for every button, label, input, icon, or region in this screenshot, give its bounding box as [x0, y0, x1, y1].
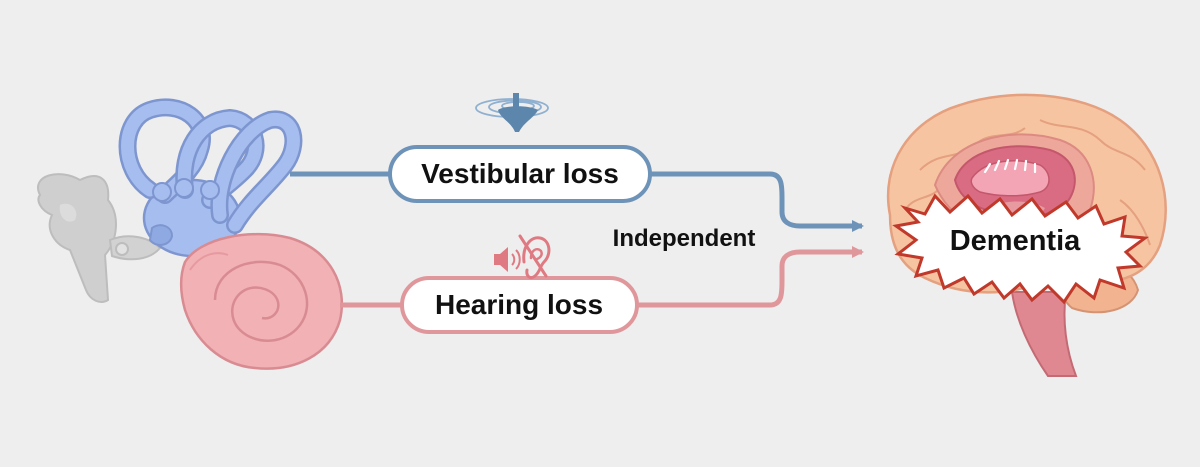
dementia-burst: Dementia [892, 193, 1150, 305]
cochlea-illustration [180, 232, 344, 370]
independent-label: Independent [613, 225, 756, 252]
ossicles-illustration [37, 173, 162, 303]
spinning-top-icon [475, 93, 549, 132]
hearing-loss-label: Hearing loss [435, 289, 603, 320]
muted-ear-icon [494, 234, 551, 280]
hearing-loss-node: Hearing loss [400, 276, 639, 334]
hearing-connector-path [340, 246, 864, 308]
vestibular-loss-label: Vestibular loss [421, 158, 619, 189]
dementia-label: Dementia [950, 225, 1081, 257]
vestibular-connector-path [290, 171, 864, 232]
vestibular-loss-node: Vestibular loss [388, 145, 652, 203]
